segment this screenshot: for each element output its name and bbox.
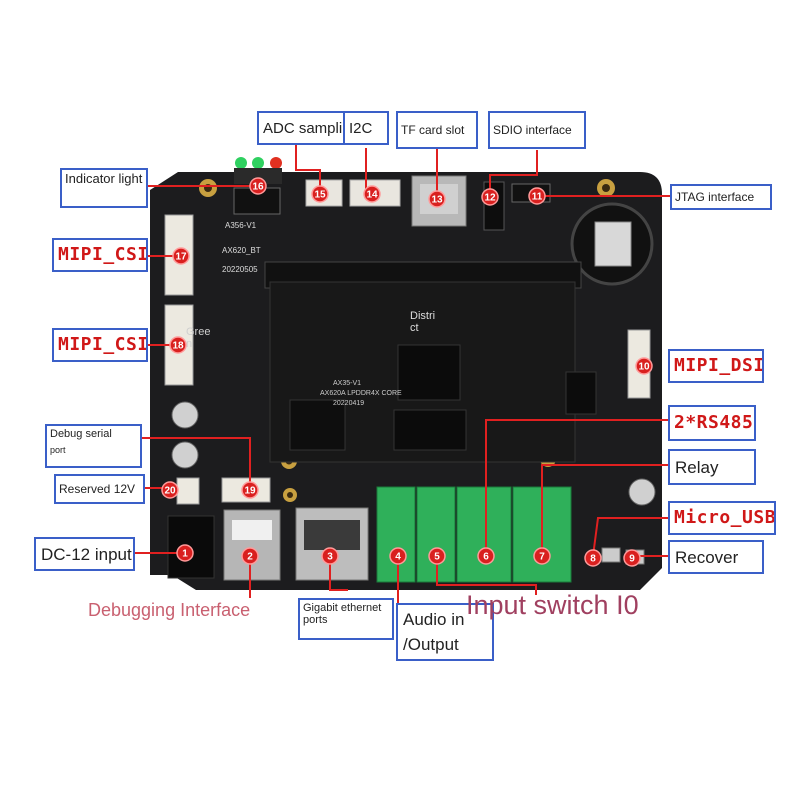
callout-number-13: 13 [431, 195, 443, 206]
board-green-text: Green [186, 326, 211, 350]
callout-number-17: 17 [175, 252, 187, 263]
callout-marker-8: 8 [584, 549, 602, 567]
callout-marker-20: 20 [161, 481, 179, 499]
terminal-block [456, 486, 512, 583]
rs485-module [565, 371, 597, 415]
callout-number-19: 19 [244, 486, 256, 497]
label-micro-usb: Micro_USB [668, 501, 776, 535]
label-mipi-csi-bottom: MIPI_CSI [52, 328, 148, 362]
callout-marker-19: 19 [241, 481, 259, 499]
callout-marker-15: 15 [311, 185, 329, 203]
label-input-switch: Input switch I0 [466, 590, 639, 620]
callout-marker-4: 4 [389, 547, 407, 565]
label-debug-serial-line2: port [50, 445, 66, 455]
callout-number-2: 2 [247, 552, 253, 563]
label-dc12-input: DC-12 input [34, 537, 135, 571]
callout-number-4: 4 [395, 552, 401, 563]
callout-marker-11: 11 [528, 187, 546, 205]
callout-number-11: 11 [532, 192, 543, 203]
callout-marker-17: 17 [172, 247, 190, 265]
label-mipi-dsi: MIPI_DSI [668, 349, 764, 383]
capacitor [628, 478, 656, 506]
callout-number-3: 3 [327, 552, 333, 563]
callout-number-8: 8 [590, 554, 596, 565]
label-debug-serial-line1: Debug serial [50, 428, 112, 440]
label-reserved-12v: Reserved 12V [54, 474, 145, 504]
callout-number-12: 12 [484, 193, 496, 204]
label-debugging-interface: Debugging Interface [88, 600, 251, 620]
label-audio-line1: Audio in [403, 610, 465, 629]
label-recover: Recover [668, 540, 764, 574]
label-audio-in-output: Audio in /Output [396, 603, 494, 661]
callout-marker-1: 1 [176, 544, 194, 562]
callout-number-15: 15 [314, 190, 326, 201]
label-mipi-csi-top: MIPI_CSI [52, 238, 148, 272]
callout-marker-2: 2 [241, 547, 259, 565]
label-gigabit-ethernet: Gigabit ethernet ports [298, 598, 394, 640]
callout-number-6: 6 [483, 552, 489, 563]
callout-number-5: 5 [434, 552, 440, 563]
label-tf-card-slot: TF card slot [396, 111, 478, 149]
label-relay: Relay [668, 449, 756, 485]
callout-number-18: 18 [172, 341, 184, 352]
callout-marker-14: 14 [363, 185, 381, 203]
board-date-text: 20220505 [222, 265, 258, 274]
callout-marker-12: 12 [481, 188, 499, 206]
led-red [270, 157, 282, 169]
callout-number-1: 1 [182, 549, 188, 560]
board-district-text: District [410, 310, 436, 334]
label-gigabit-line1: Gigabit ethernet [303, 602, 382, 614]
callout-marker-7: 7 [533, 547, 551, 565]
capacitor [171, 401, 199, 429]
memory-chip [393, 409, 467, 451]
callout-marker-18: 18 [169, 336, 187, 354]
label-i2c: I2C [343, 111, 389, 145]
core-text-1: AX35-V1 [333, 380, 362, 387]
label-rs485: 2*RS485 [668, 405, 756, 441]
label-jtag-interface: JTAG interface [670, 184, 772, 210]
pmic-chip [289, 399, 346, 451]
label-debug-serial-port: Debug serial port [45, 424, 142, 468]
led-green [252, 157, 264, 169]
callout-marker-3: 3 [321, 547, 339, 565]
callout-number-10: 10 [638, 362, 650, 373]
callout-number-16: 16 [252, 182, 264, 193]
core-text-2: AX620A LPDDR4X CORE [320, 390, 402, 397]
terminal-block [376, 486, 416, 583]
core-text-3: 20220419 [333, 400, 365, 407]
soc-chip [397, 344, 461, 401]
label-indicator-light: Indicator light [60, 168, 148, 208]
led-green [235, 157, 247, 169]
board-model-text: A356-V1 [225, 221, 257, 230]
micro-usb-port [601, 547, 621, 563]
callout-number-7: 7 [539, 552, 545, 563]
label-adc-sampling: ADC sampling [257, 111, 345, 145]
callout-marker-9: 9 [623, 549, 641, 567]
label-audio-line2: /Output [403, 635, 459, 654]
callout-number-20: 20 [164, 486, 176, 497]
callout-marker-5: 5 [428, 547, 446, 565]
capacitor [171, 441, 199, 469]
callout-marker-10: 10 [635, 357, 653, 375]
label-sdio-interface: SDIO interface [488, 111, 586, 149]
reserved-12v-connector [176, 477, 200, 505]
callout-number-14: 14 [366, 190, 378, 201]
callout-marker-13: 13 [428, 190, 446, 208]
board-variant-text: AX620_BT [222, 246, 261, 255]
label-gigabit-line2: ports [303, 614, 328, 626]
callout-marker-6: 6 [477, 547, 495, 565]
callout-number-9: 9 [629, 554, 635, 565]
callout-marker-16: 16 [249, 177, 267, 195]
